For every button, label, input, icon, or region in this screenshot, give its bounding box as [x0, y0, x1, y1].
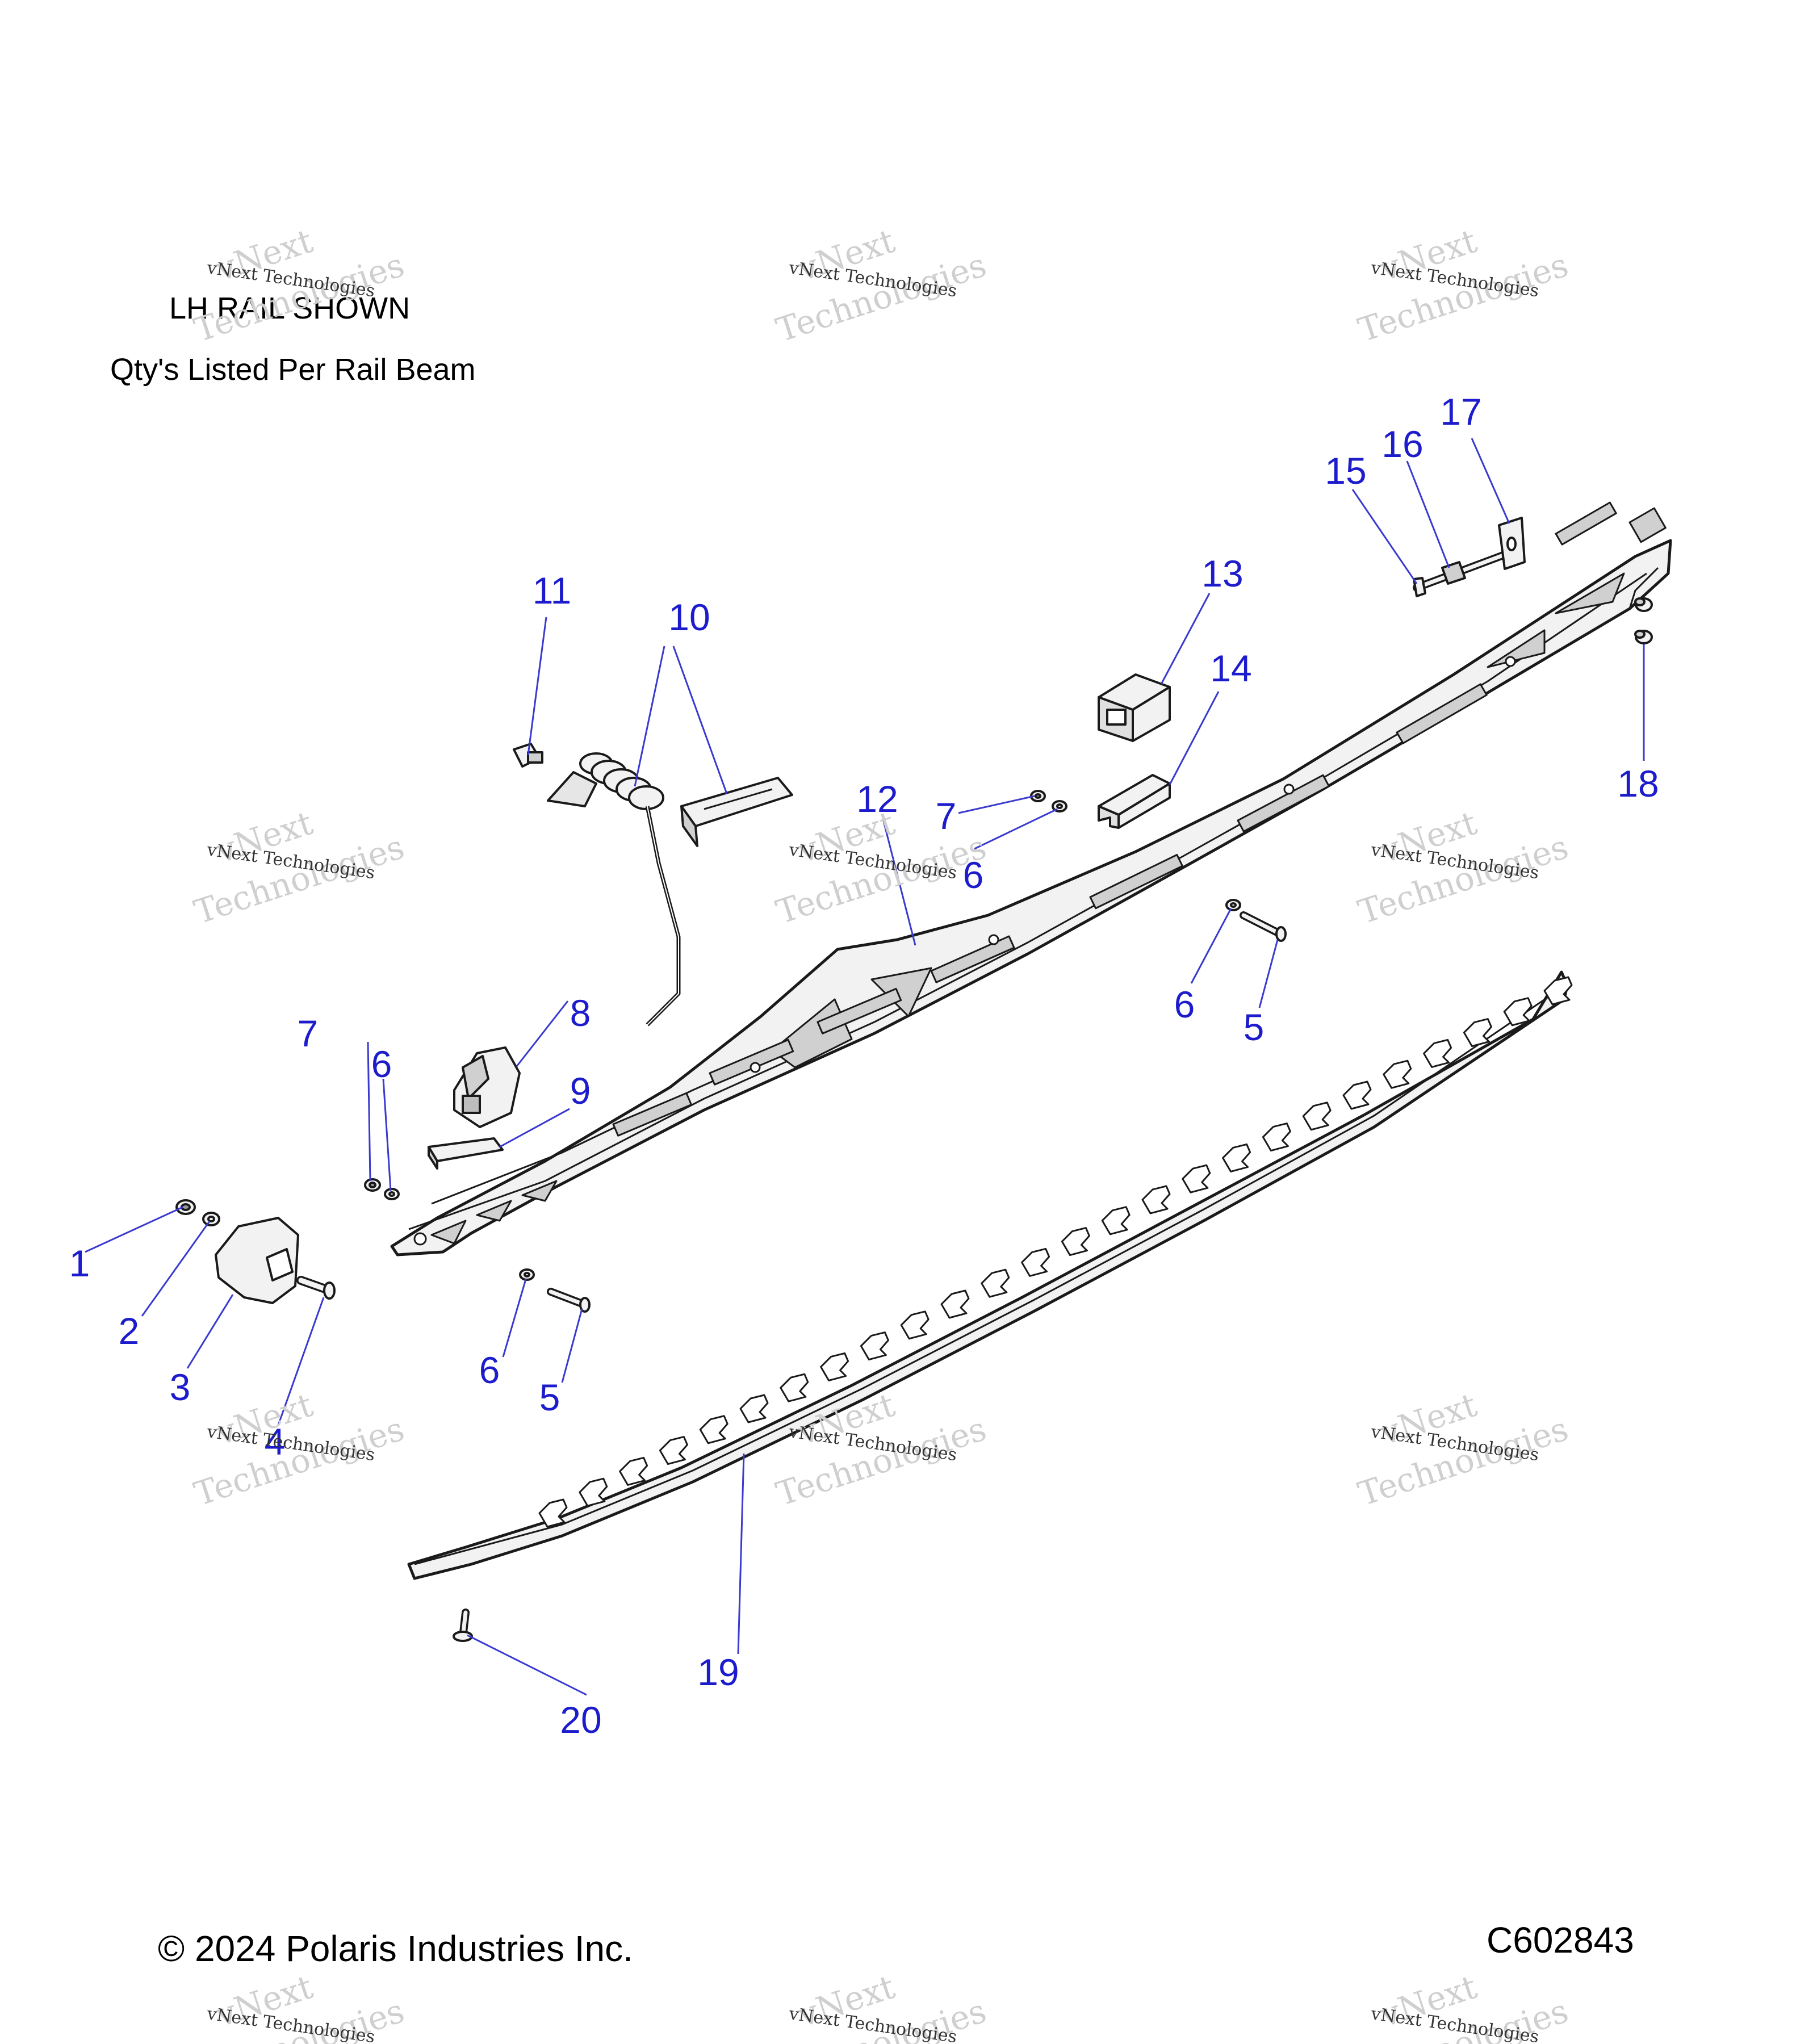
- callout-7-upper: 7: [936, 795, 957, 837]
- slide-tooth: [538, 1498, 568, 1528]
- slide-tooth: [1302, 1101, 1332, 1131]
- rail-shown-note: LH RAIL SHOWN: [169, 291, 411, 325]
- rail-beam: [390, 501, 1672, 1256]
- callout-9: 9: [570, 1070, 591, 1112]
- callout-5-lower: 5: [539, 1376, 560, 1418]
- slide-tooth: [820, 1352, 849, 1381]
- figure-id: C602843: [1487, 1920, 1634, 1961]
- slide-tooth: [1021, 1247, 1050, 1277]
- slide-tooth: [900, 1310, 930, 1340]
- slide-tooth: [1543, 976, 1573, 1006]
- copyright-text: © 2024 Polaris Industries Inc.: [158, 1928, 633, 1969]
- callout-15: 15: [1325, 450, 1366, 492]
- callout-18: 18: [1617, 763, 1659, 805]
- slide-tooth: [940, 1289, 970, 1319]
- callout-numbers: 1 2 3 4 5 5 6 6 6 6 7 7 8 9 10 11 12 13 …: [69, 391, 1659, 1741]
- slide-tooth: [699, 1415, 729, 1444]
- stopper-blocks: [428, 673, 1171, 1170]
- spring-arm-assembly: [513, 743, 793, 1027]
- slide-tooth: [1222, 1143, 1251, 1172]
- fasteners: [175, 517, 1653, 1642]
- slide-tooth: [1423, 1038, 1452, 1068]
- quantity-note: Qty's Listed Per Rail Beam: [110, 353, 476, 387]
- slide-tooth: [1182, 1164, 1211, 1193]
- slide-tooth: [1061, 1227, 1090, 1256]
- callout-6-left: 6: [371, 1043, 392, 1085]
- callout-5-upper: 5: [1244, 1006, 1265, 1048]
- slide-tooth: [1463, 1018, 1492, 1048]
- callout-6-upper: 6: [963, 854, 984, 896]
- callout-2: 2: [119, 1310, 140, 1352]
- slide-tooth: [981, 1268, 1010, 1298]
- callout-1: 1: [69, 1242, 90, 1284]
- callout-17: 17: [1440, 391, 1481, 433]
- slide-hyfax: [407, 970, 1573, 1580]
- callout-13: 13: [1201, 552, 1243, 594]
- callout-4: 4: [265, 1421, 286, 1463]
- callout-6-mid: 6: [1174, 983, 1195, 1025]
- slide-tooth: [1342, 1080, 1372, 1110]
- slide-tooth: [739, 1394, 769, 1423]
- callout-16: 16: [1381, 423, 1423, 465]
- callout-7-left: 7: [298, 1012, 319, 1054]
- callout-8: 8: [570, 992, 591, 1034]
- slide-tooth: [619, 1456, 648, 1486]
- callout-14: 14: [1210, 647, 1251, 689]
- callout-11: 11: [533, 569, 572, 611]
- slide-tooth: [659, 1436, 688, 1465]
- slide-tooth: [579, 1477, 608, 1507]
- callout-10: 10: [668, 596, 710, 638]
- callout-20: 20: [560, 1699, 601, 1741]
- slide-tooth: [1141, 1185, 1171, 1214]
- callout-19: 19: [697, 1651, 739, 1693]
- slide-tooth: [1503, 997, 1533, 1027]
- callout-6-lower: 6: [479, 1349, 500, 1391]
- leader-lines: [85, 438, 1645, 1696]
- slide-tooth: [780, 1373, 809, 1402]
- slide-tooth: [1101, 1206, 1131, 1235]
- slide-tooth: [1383, 1059, 1412, 1089]
- slide-tooth: [860, 1331, 889, 1361]
- callout-12: 12: [856, 778, 898, 820]
- callout-3: 3: [170, 1366, 191, 1408]
- slide-tooth: [1262, 1122, 1291, 1152]
